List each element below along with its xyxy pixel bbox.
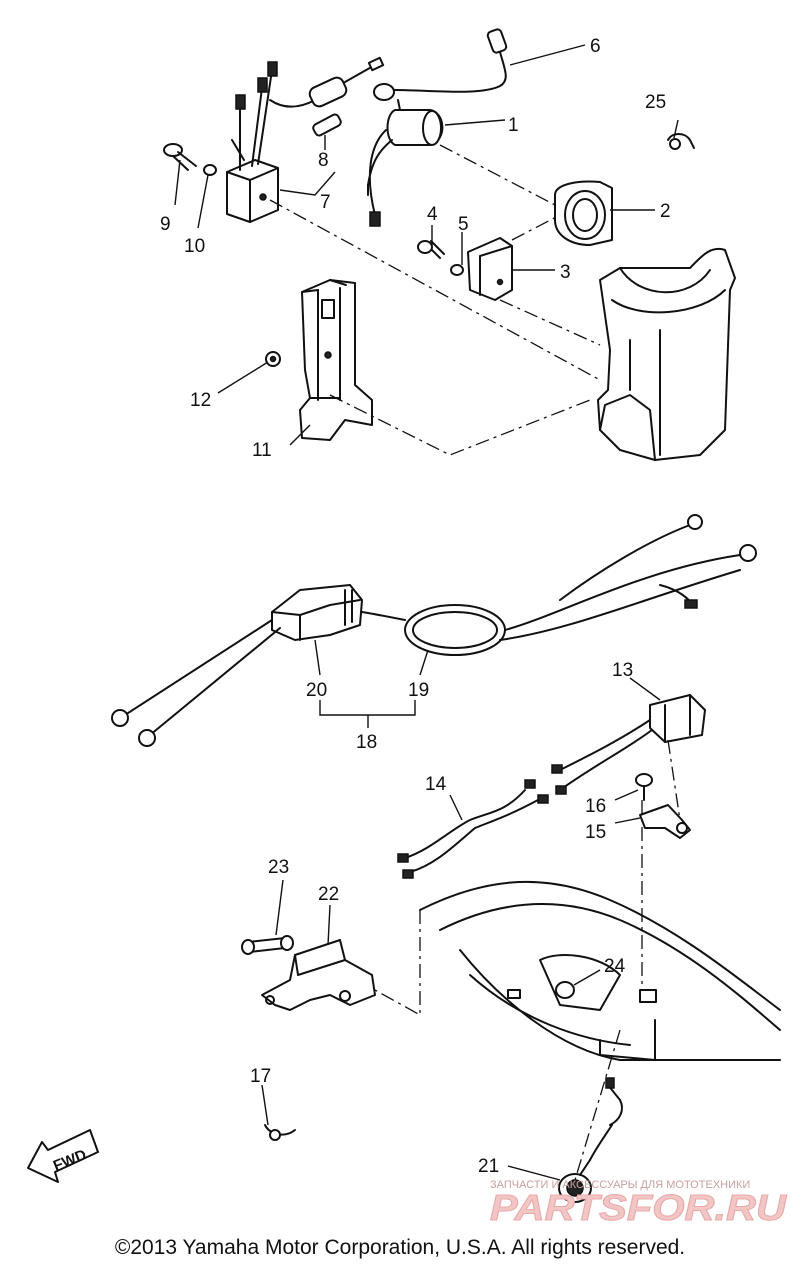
part-2-holder — [554, 180, 613, 246]
callout-18: 18 — [356, 732, 377, 753]
callout-20: 20 — [306, 680, 327, 701]
part-6-lead-wire — [373, 28, 508, 101]
part-4-bolt — [417, 240, 445, 259]
callout-2: 2 — [660, 201, 671, 222]
callout-24: 24 — [604, 956, 626, 977]
part-18-harness — [111, 514, 757, 747]
copyright-notice: ©2013 Yamaha Motor Corporation, U.S.A. A… — [114, 1236, 686, 1259]
callout-14: 14 — [425, 774, 447, 795]
callout-9: 9 — [160, 214, 171, 235]
part-14-lead — [397, 779, 549, 879]
callout-5: 5 — [458, 214, 469, 235]
part-22-bracket — [261, 939, 376, 1011]
leader-lines — [174, 44, 679, 1181]
watermark-logo: ЗАПЧАСТИ И АКСЕССУАРЫ ДЛЯ МОТОТЕХНИКИ PA… — [490, 1179, 788, 1226]
callout-7: 7 — [320, 192, 331, 213]
part-10-washer — [203, 164, 217, 176]
part-3-bracket — [467, 237, 513, 301]
assembly-lines-upper — [269, 144, 601, 456]
callout-12: 12 — [190, 390, 211, 411]
fuse-holder — [269, 56, 385, 108]
callout-6: 6 — [590, 36, 601, 57]
watermark-tagline: ЗАПЧАСТИ И АКСЕССУАРЫ ДЛЯ МОТОТЕХНИКИ — [490, 1179, 750, 1191]
part-7-rectifier — [226, 61, 279, 223]
part-15-clip — [639, 804, 691, 839]
callout-15: 15 — [585, 822, 606, 843]
callout-3: 3 — [560, 262, 571, 283]
part-8-fuse — [312, 113, 342, 137]
part-25-clamp — [667, 133, 695, 150]
part-1-relay — [367, 99, 444, 227]
callout-21: 21 — [478, 1156, 499, 1177]
fwd-arrow: FWD — [27, 1129, 99, 1183]
part-9-bolt — [163, 143, 197, 171]
part-23-pin — [241, 935, 294, 955]
watermark-logo-text: PARTSFOR.RU — [490, 1187, 787, 1226]
part-12-nut — [265, 351, 281, 367]
lower-cowling — [374, 880, 781, 1061]
part-5-washer — [450, 264, 464, 276]
callout-19: 19 — [408, 680, 429, 701]
callout-23: 23 — [268, 857, 289, 878]
part-17-clip — [264, 1124, 296, 1141]
assembly-lines-lower — [574, 739, 681, 1181]
callout-8: 8 — [318, 150, 329, 171]
callout-1: 1 — [508, 115, 519, 136]
callout-numbers: 1 2 3 4 5 6 7 8 9 10 11 12 13 14 15 16 1… — [160, 36, 671, 1177]
part-16-screw — [635, 773, 653, 801]
part-13-switch — [551, 694, 706, 795]
callout-4: 4 — [427, 204, 438, 225]
cowling-bracket — [597, 247, 736, 461]
part-21-switch — [558, 1077, 623, 1203]
callout-16: 16 — [585, 796, 606, 817]
callout-10: 10 — [184, 236, 205, 257]
part-11-bracket — [299, 279, 373, 441]
callout-11: 11 — [252, 440, 272, 461]
callout-22: 22 — [318, 884, 339, 905]
callout-13: 13 — [612, 660, 633, 681]
callout-17: 17 — [250, 1066, 271, 1087]
part-24-grommet — [555, 981, 575, 999]
callout-25: 25 — [645, 92, 666, 113]
